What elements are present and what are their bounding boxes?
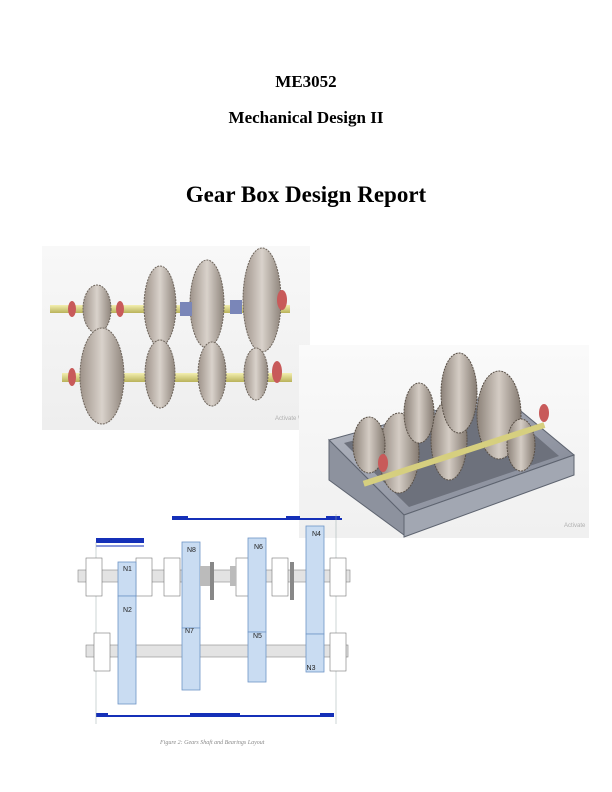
gearbox-housing-illustration xyxy=(328,352,575,538)
report-title: Gear Box Design Report xyxy=(185,182,427,207)
course-code: ME3052 xyxy=(275,72,337,91)
figure-caption: Figure 2: Gears Shaft and Bearings Layou… xyxy=(160,740,265,746)
gear-n3 xyxy=(305,633,325,673)
gear-label-n6: N6 xyxy=(254,544,263,551)
dimension-bar-left xyxy=(96,538,144,543)
gear-label-n8: N8 xyxy=(187,547,196,554)
gear-label-n3: N3 xyxy=(307,665,316,672)
gear-label-n4: N4 xyxy=(312,531,321,538)
gear-label-n1: N1 xyxy=(123,566,132,573)
gear-n2 xyxy=(117,595,137,705)
lower-shaft xyxy=(85,644,349,658)
course-name: Mechanical Design II xyxy=(228,108,384,127)
gear-label-n7: N7 xyxy=(185,628,194,635)
gear-shaft-bearing-layout: N1 N2 N3 N4 N5 N6 N7 N8 xyxy=(74,512,354,724)
gear-assembly-watermark: Activate W xyxy=(275,416,304,422)
dimension-bar-top xyxy=(172,518,342,520)
gear-n6 xyxy=(247,537,267,633)
gear-label-n5: N5 xyxy=(253,633,262,640)
layout-diagram: N1 N2 N3 N4 N5 N6 N7 N8 xyxy=(77,514,351,724)
gear-label-n2: N2 xyxy=(123,607,132,614)
gear-n5 xyxy=(247,631,267,683)
gear-assembly-illustration xyxy=(50,247,292,425)
gear-n8 xyxy=(181,541,201,629)
gear-n7 xyxy=(181,627,201,691)
gearbox-housing-watermark: Activate xyxy=(564,523,586,529)
gear-n4 xyxy=(305,525,325,635)
gear-assembly-render: Activate W xyxy=(42,246,310,430)
gearbox-housing-render: Activate xyxy=(299,345,589,538)
